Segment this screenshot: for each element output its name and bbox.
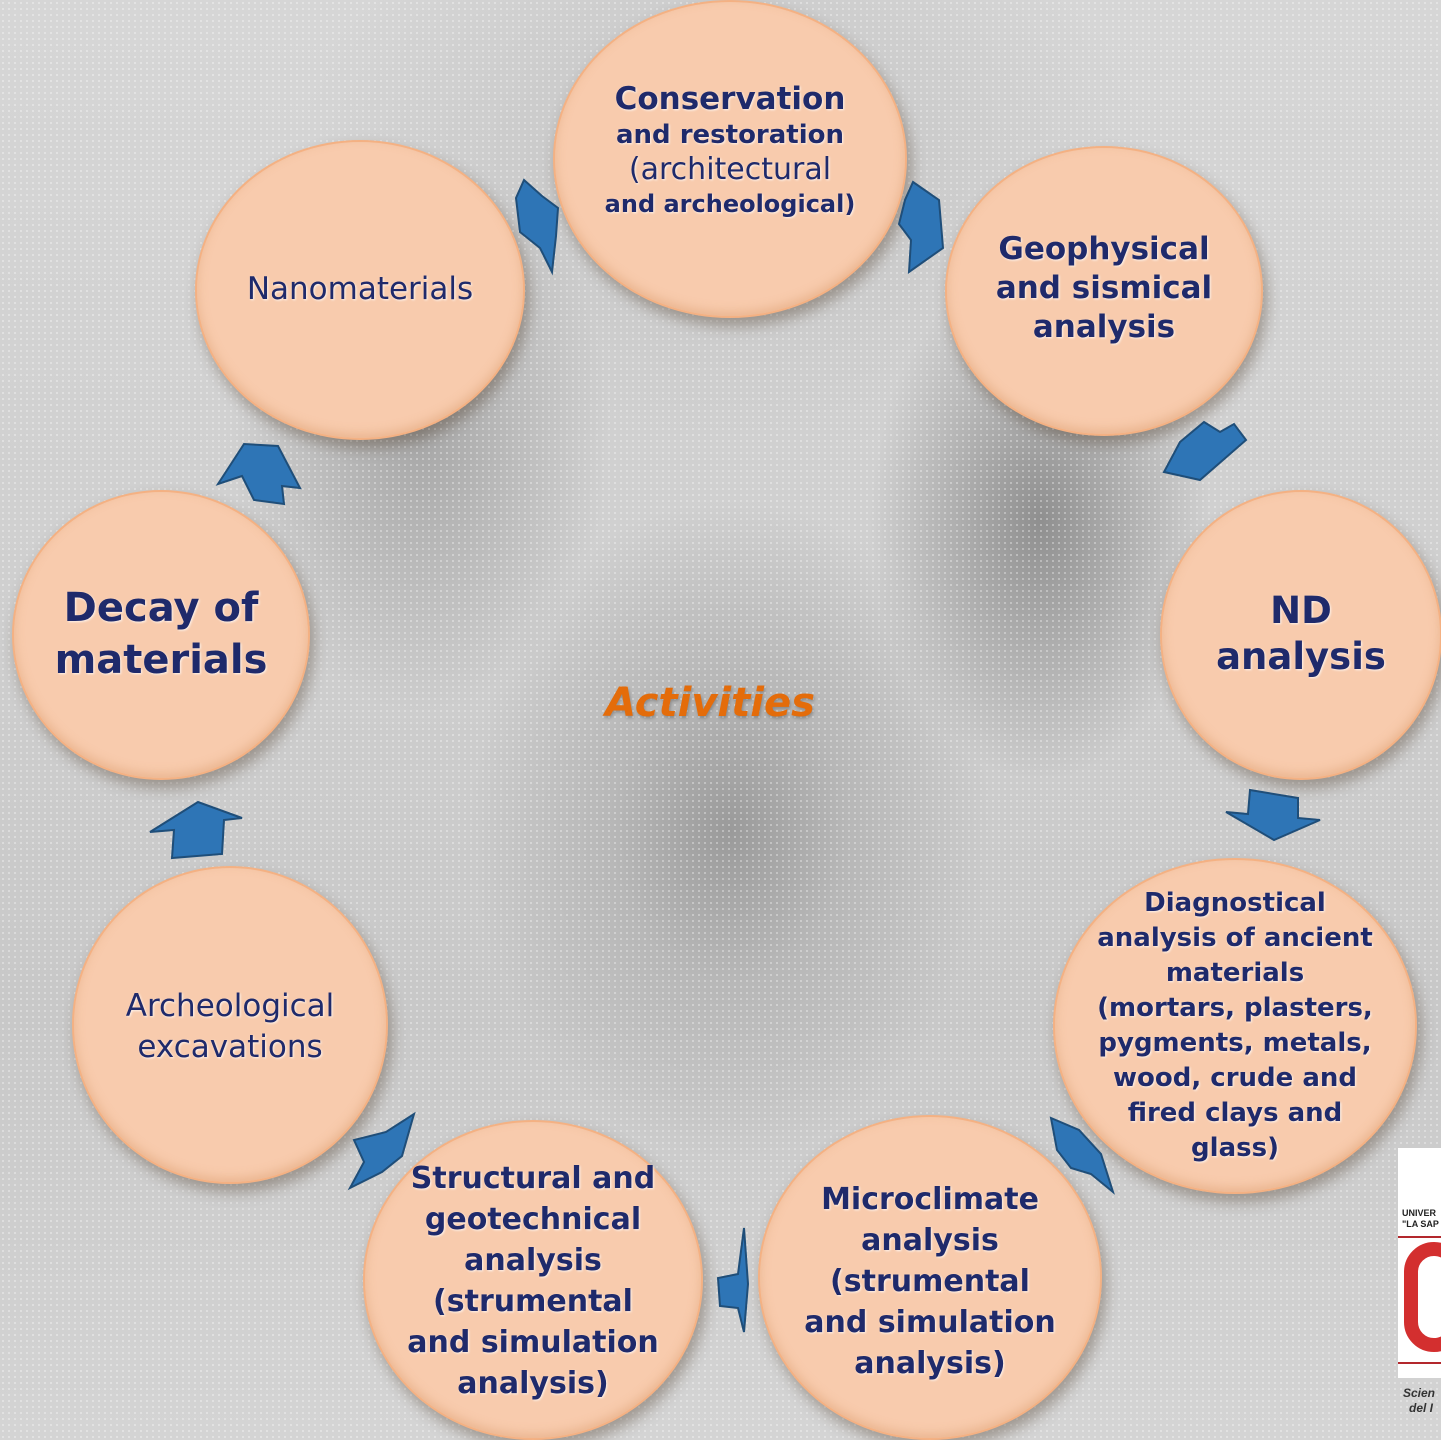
arrow-nd-to-diagnostical (1225, 788, 1321, 842)
node-geophysical-line1: Geophysical (998, 231, 1210, 267)
logo-mark-icon (1404, 1242, 1441, 1352)
node-conservation-line3: (architectural (628, 152, 832, 188)
arrow-nanomaterials-to-conservation (514, 178, 560, 276)
node-nd-analysis: ND analysis (1160, 490, 1441, 780)
logo-univ-line2: "LA SAP (1402, 1219, 1439, 1229)
node-diagnostical-line7: fired clays and (1127, 1098, 1343, 1128)
node-structural-line4: (strumental (433, 1284, 633, 1319)
center-title: Activities (605, 680, 815, 726)
node-microclimate-line4: and simulation (804, 1305, 1056, 1340)
node-microclimate-line1: Microclimate (821, 1182, 1039, 1217)
node-archeological-line2: excavations (137, 1029, 323, 1065)
node-diagnostical: Diagnostical analysis of ancient materia… (1053, 858, 1417, 1194)
node-diagnostical-line1: Diagnostical (1144, 888, 1326, 918)
node-diagnostical-line8: glass) (1191, 1133, 1279, 1163)
node-microclimate-line2: analysis (861, 1223, 999, 1258)
logo-univ-line1: UNIVER (1402, 1208, 1437, 1218)
node-nd-line1: ND (1270, 589, 1332, 632)
node-conservation-line1: Conservation (614, 81, 846, 117)
node-geophysical-line2: and sismical (995, 269, 1213, 306)
node-nd-line2: analysis (1216, 635, 1386, 679)
node-nanomaterials: Nanomaterials (195, 140, 525, 440)
node-diagnostical-line3: materials (1165, 958, 1305, 988)
node-decay: Decay of materials (12, 490, 310, 780)
arrow-geophysical-to-nd (1162, 420, 1248, 482)
node-diagnostical-line4: (mortars, plasters, (1097, 993, 1373, 1023)
logo-rule-top (1398, 1236, 1441, 1238)
node-diagnostical-line6: wood, crude and (1113, 1063, 1357, 1093)
node-nanomaterials-line1: Nanomaterials (246, 271, 474, 307)
node-structural-line2: geotechnical (424, 1202, 642, 1237)
node-conservation-line4: and archeological) (604, 189, 856, 218)
arrow-archeological-to-decay (149, 800, 243, 860)
node-archeological: Archeological excavations (72, 866, 388, 1184)
node-archeological-line1: Archeological (125, 988, 335, 1024)
node-microclimate-line5: analysis) (854, 1346, 1006, 1381)
arrow-decay-to-nanomaterials (215, 442, 302, 506)
arrow-microclimate-to-structural (716, 1227, 750, 1333)
node-structural-line3: analysis (464, 1243, 602, 1278)
logo-university-text: UNIVER "LA SAP (1402, 1208, 1439, 1230)
node-structural: Structural and geotechnical analysis (st… (363, 1120, 703, 1440)
logo-caption: Scien del I (1403, 1386, 1441, 1416)
node-decay-line2: materials (54, 637, 268, 683)
node-microclimate: Microclimate analysis (strumental and si… (758, 1115, 1102, 1440)
node-conservation: Conservation and restoration (architectu… (553, 0, 907, 318)
node-decay-line1: Decay of (63, 585, 259, 631)
node-structural-line1: Structural and (410, 1161, 656, 1196)
arrow-conservation-to-geophysical (897, 180, 945, 274)
node-structural-line5: and simulation (407, 1325, 659, 1360)
arrow-structural-to-archeological (347, 1111, 416, 1191)
node-conservation-line2: and restoration (615, 119, 845, 150)
node-microclimate-line3: (strumental (830, 1264, 1030, 1299)
logo-caption-line1: Scien (1403, 1386, 1436, 1400)
node-diagnostical-line5: pygments, metals, (1098, 1028, 1372, 1058)
logo-rule-bottom (1398, 1362, 1441, 1364)
node-geophysical: Geophysical and sismical analysis (945, 146, 1263, 436)
node-structural-line6: analysis) (457, 1366, 609, 1401)
node-geophysical-line3: analysis (1032, 308, 1176, 345)
university-logo: UNIVER "LA SAP (1398, 1148, 1441, 1378)
node-diagnostical-line2: analysis of ancient (1097, 923, 1373, 953)
logo-caption-line2: del I (1409, 1401, 1434, 1415)
arrow-diagnostical-to-microclimate (1049, 1116, 1115, 1195)
